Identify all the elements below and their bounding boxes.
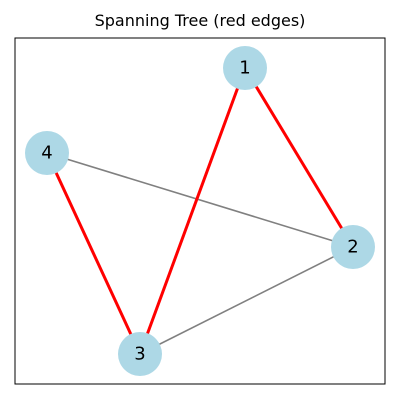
plot-frame — [14, 37, 386, 385]
node-circle — [118, 332, 162, 376]
tree-edge-1-3 — [138, 67, 247, 355]
node-1: 1 — [223, 46, 267, 90]
edges-layer — [45, 67, 355, 355]
node-2: 2 — [331, 225, 375, 269]
node-label: 4 — [41, 143, 52, 164]
node-circle — [223, 46, 267, 90]
node-label: 2 — [347, 237, 358, 258]
figure-title: Spanning Tree (red edges) — [94, 11, 306, 30]
node-3: 3 — [118, 332, 162, 376]
edge-2-4 — [46, 152, 354, 248]
node-label: 1 — [239, 58, 250, 79]
tree-edge-3-4 — [45, 152, 142, 355]
node-circle — [331, 225, 375, 269]
edge-2-3 — [139, 246, 354, 355]
node-label: 3 — [134, 344, 145, 365]
tree-edge-1-2 — [243, 67, 355, 248]
node-circle — [25, 131, 69, 175]
node-4: 4 — [25, 131, 69, 175]
nodes-layer: 1 2 3 4 — [25, 46, 375, 376]
